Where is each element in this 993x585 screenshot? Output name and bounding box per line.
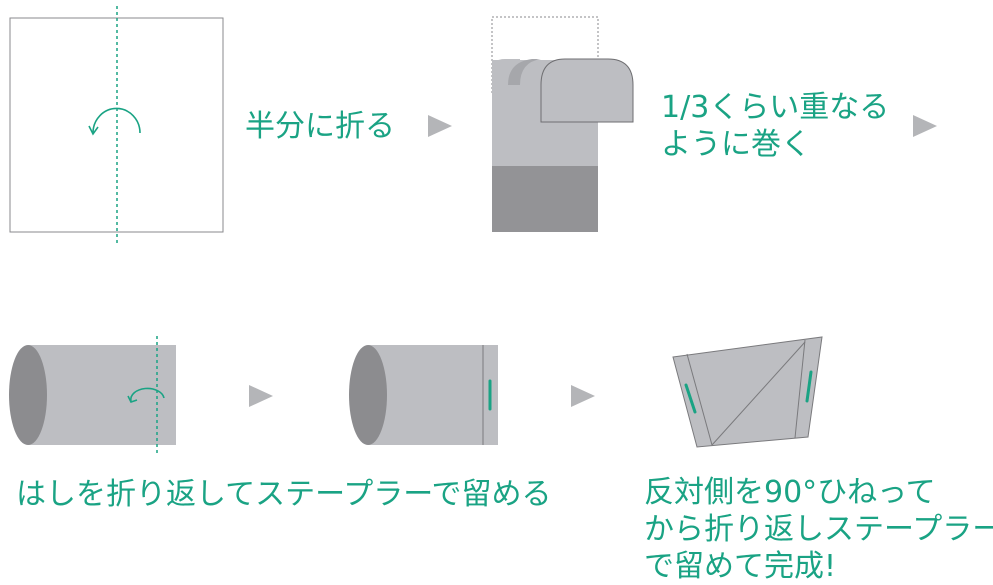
- diagonal-crease: [711, 341, 806, 446]
- next-arrow-icon: [571, 385, 595, 407]
- next-arrow-icon: [913, 115, 937, 137]
- roll-flap: [540, 58, 634, 123]
- step4-line2: から折り返しステープラー: [644, 512, 993, 547]
- rotate-arrow-icon: [130, 387, 165, 402]
- tube-body: [368, 345, 498, 445]
- step4-line1: 反対側を90°ひねって: [644, 475, 936, 510]
- fold-edge: [686, 353, 713, 446]
- staple-mark: [805, 370, 813, 403]
- roll-curl: [508, 59, 541, 85]
- step4-caption: 反対側を90°ひねって から折り返しステープラー で留めて完成!: [644, 474, 993, 585]
- rotate-arrowhead-icon: [127, 395, 138, 403]
- step1-caption: 半分に折る: [245, 109, 395, 144]
- step2-caption: 1/3くらい重なる ように巻く: [661, 89, 889, 163]
- tube-end: [9, 345, 47, 445]
- next-arrow-icon: [249, 385, 273, 407]
- step4-line3: で留めて完成!: [644, 549, 837, 584]
- tube-end: [349, 345, 387, 445]
- paper-lower: [492, 166, 598, 232]
- rotate-arrow-icon: [92, 107, 141, 134]
- step3-caption: はしを折り返してステープラーで留める: [16, 477, 552, 512]
- staple-mark: [684, 383, 697, 414]
- tube-body: [28, 345, 176, 445]
- rotate-arrowhead-icon: [88, 125, 99, 136]
- step2-line2: ように巻く: [661, 127, 811, 162]
- fold-edge: [794, 339, 806, 439]
- next-arrow-icon: [428, 115, 452, 137]
- step2-line1: 1/3くらい重なる: [661, 90, 890, 125]
- paper-sheet: [9, 17, 224, 233]
